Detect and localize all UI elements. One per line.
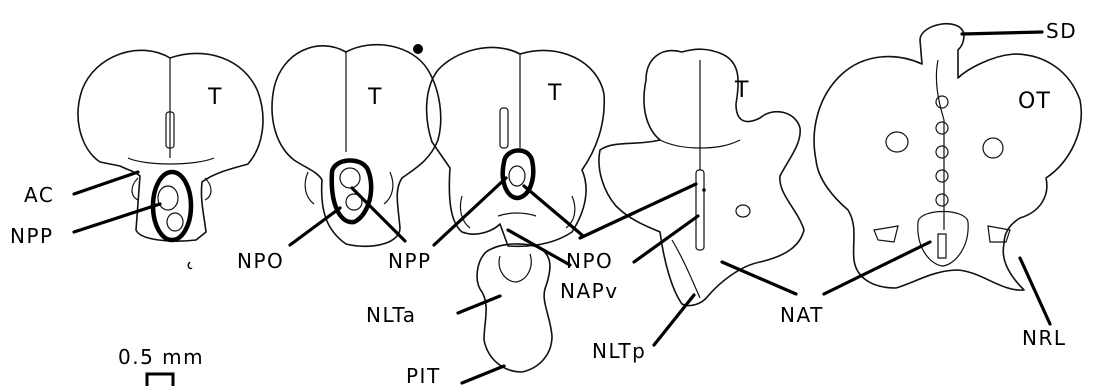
leader-npp-2 <box>434 178 506 245</box>
scale-bar-label: 0.5 mm <box>118 345 204 369</box>
leader-nltp <box>654 295 694 345</box>
leader-npo-2a <box>524 186 582 235</box>
label-nltp: NLTp <box>592 339 646 363</box>
label-npp-1: NPP <box>10 224 54 248</box>
label-sd: SD <box>1046 19 1077 43</box>
leader-napv-a <box>508 230 570 265</box>
label-t-1: T <box>207 85 222 110</box>
label-npp-2: NPP <box>388 249 432 273</box>
artifact-mark <box>188 262 192 269</box>
artifact-dot-2 <box>702 188 706 192</box>
label-ac: AC <box>24 183 54 207</box>
leader-pit <box>462 366 504 383</box>
label-t-2: T <box>367 85 382 110</box>
leader-npo-1 <box>290 208 340 245</box>
leader-nrl <box>1020 258 1050 324</box>
scale-bar: 0.5 mm <box>118 345 204 386</box>
leader-npp-1 <box>74 204 160 232</box>
section-2 <box>272 45 441 247</box>
section-5 <box>814 24 1081 290</box>
leader-sd <box>962 32 1042 34</box>
leader-nlta <box>458 296 500 313</box>
label-ot: OT <box>1018 89 1051 114</box>
section-3 <box>427 47 605 372</box>
label-t-4: T <box>734 78 749 103</box>
label-npo-2: NPO <box>566 249 613 273</box>
section-1 <box>78 50 263 241</box>
label-nat: NAT <box>780 303 824 327</box>
label-napv: NAPv <box>560 279 619 303</box>
artifact-dot <box>413 44 423 54</box>
label-nlta: NLTa <box>366 303 417 327</box>
label-pit: PIT <box>406 364 441 388</box>
label-nrl: NRL <box>1022 326 1067 350</box>
label-t-3: T <box>547 81 562 106</box>
leader-nat-a <box>722 262 796 294</box>
leader-ac <box>74 172 138 194</box>
section-4 <box>599 49 804 305</box>
leader-napv-b <box>634 216 698 262</box>
label-npo-1: NPO <box>237 249 284 273</box>
scale-bar-mark <box>147 374 173 386</box>
